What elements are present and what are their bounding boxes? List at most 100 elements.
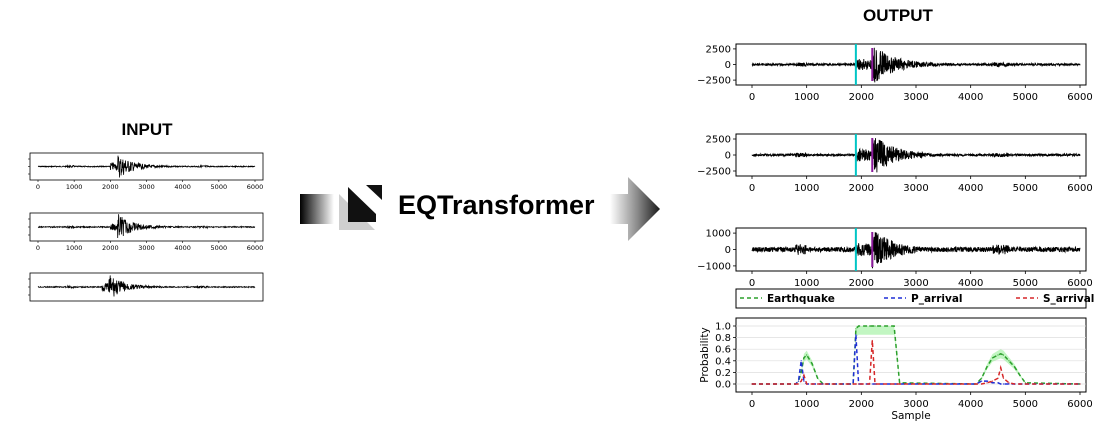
y-tick-label: 2500 (706, 135, 731, 146)
y-tick-label: 0 (725, 245, 731, 256)
y-tick-label: 2500 (706, 44, 731, 55)
data-point-earthquake (1024, 382, 1026, 384)
x-tick-label: 6000 (1067, 278, 1092, 289)
data-point-s_arrival (800, 380, 802, 382)
legend-frame (735, 288, 1087, 309)
data-point-s_arrival (981, 383, 983, 385)
input-panel (28, 272, 264, 302)
data-point-earthquake (1008, 360, 1010, 362)
data-point-earthquake (1000, 353, 1002, 355)
x-tick-label: 5000 (1013, 278, 1038, 289)
y-tick-label: 0 (725, 60, 731, 71)
data-point-p_arrival (1002, 383, 1005, 385)
data-point-s_arrival (1000, 367, 1002, 369)
y-axis-label: Probability (699, 327, 711, 383)
data-point-earthquake (868, 325, 871, 327)
x-tick-label: 1000 (794, 92, 819, 103)
data-point-s_arrival (858, 383, 860, 385)
x-tick-label: 4000 (174, 244, 191, 252)
data-point-s_arrival (797, 383, 800, 385)
logo-dark-shape (348, 187, 376, 222)
data-point-earthquake (986, 366, 988, 368)
input-heading: INPUT (121, 120, 173, 139)
legend-label: S_arrival (1043, 293, 1094, 305)
y-tick-label: 0.4 (715, 356, 731, 367)
x-tick-label: 6000 (1067, 399, 1092, 410)
output-panel: 2500 0 −2500 0 1000 2000 3000 4000 5000 6000 (697, 43, 1093, 103)
x-axis-label: Sample (891, 410, 930, 422)
data-point-earthquake (817, 377, 819, 379)
legend-label: P_arrival (911, 293, 963, 305)
x-tick-label: 2000 (102, 244, 119, 252)
data-point-s_arrival (803, 374, 805, 376)
x-tick-label: 0 (749, 92, 755, 103)
data-point-s_arrival (1002, 377, 1005, 379)
data-point-s_arrival (991, 380, 994, 382)
data-point-s_arrival (852, 383, 854, 385)
x-tick-label: 3000 (903, 92, 928, 103)
data-point-s_arrival (986, 382, 988, 384)
data-point-s_arrival (871, 339, 873, 342)
x-tick-label: 6000 (247, 244, 264, 252)
series-line-s_arrival (752, 340, 1080, 385)
data-point-s_arrival (997, 377, 999, 379)
data-point-earthquake (997, 354, 999, 356)
data-point-s_arrival (811, 383, 813, 385)
x-tick-label: 3000 (138, 244, 155, 252)
data-point-p_arrival (981, 380, 983, 382)
data-point-p_arrival (855, 334, 857, 336)
data-point-earthquake (893, 325, 895, 327)
x-tick-label: 3000 (903, 278, 928, 289)
data-point-earthquake (896, 354, 898, 356)
output-waveform-panels: 2500 0 −2500 0 1000 2000 3000 4000 5000 6000 2500 0… (697, 43, 1093, 289)
x-tick-label: 5000 (1013, 399, 1038, 410)
x-tick-label: 3000 (903, 399, 928, 410)
x-tick-label: 4000 (958, 92, 983, 103)
data-point-earthquake (806, 354, 808, 356)
output-waveform (751, 138, 1081, 173)
data-point-s_arrival (1013, 383, 1016, 385)
x-tick-label: 4000 (958, 183, 983, 194)
data-point-earthquake (871, 325, 873, 327)
data-point-p_arrival (800, 360, 802, 362)
data-point-s_arrival (1024, 383, 1026, 385)
x-tick-label: 2000 (102, 183, 119, 191)
flow-arrow (610, 177, 660, 241)
data-point-p_arrival (997, 382, 999, 384)
y-tick-label: 0.0 (715, 380, 731, 391)
y-tick-label: −1000 (697, 261, 731, 272)
y-tick-label: −2500 (697, 167, 731, 178)
x-tick-label: 3000 (138, 183, 155, 191)
y-tick-label: 0.2 (715, 368, 731, 379)
x-tick-label: 6000 (1067, 92, 1092, 103)
input-waveform (37, 275, 256, 297)
x-tick-label: 1000 (66, 183, 83, 191)
data-point-s_arrival (1019, 383, 1021, 385)
data-point-earthquake (803, 357, 805, 359)
x-tick-label: 2000 (849, 278, 874, 289)
series-line-earthquake (752, 325, 1081, 385)
x-tick-label: 4000 (174, 183, 191, 191)
x-tick-label: 5000 (1013, 92, 1038, 103)
data-point-earthquake (800, 371, 802, 373)
data-point-s_arrival (751, 383, 753, 385)
data-point-s_arrival (975, 383, 977, 385)
x-tick-label: 2000 (849, 92, 874, 103)
data-point-p_arrival (991, 382, 994, 384)
data-point-s_arrival (795, 383, 797, 385)
data-point-p_arrival (803, 380, 805, 382)
x-tick-label: 0 (749, 399, 755, 410)
data-point-p_arrival (986, 380, 988, 382)
data-point-earthquake (1019, 374, 1021, 376)
x-tick-label: 2000 (849, 183, 874, 194)
y-tick-label: −2500 (697, 76, 731, 87)
x-tick-label: 4000 (958, 278, 983, 289)
data-point-earthquake (899, 382, 901, 384)
y-tick-label: 0 (725, 151, 731, 162)
model-name: EQTransformer (398, 190, 595, 220)
